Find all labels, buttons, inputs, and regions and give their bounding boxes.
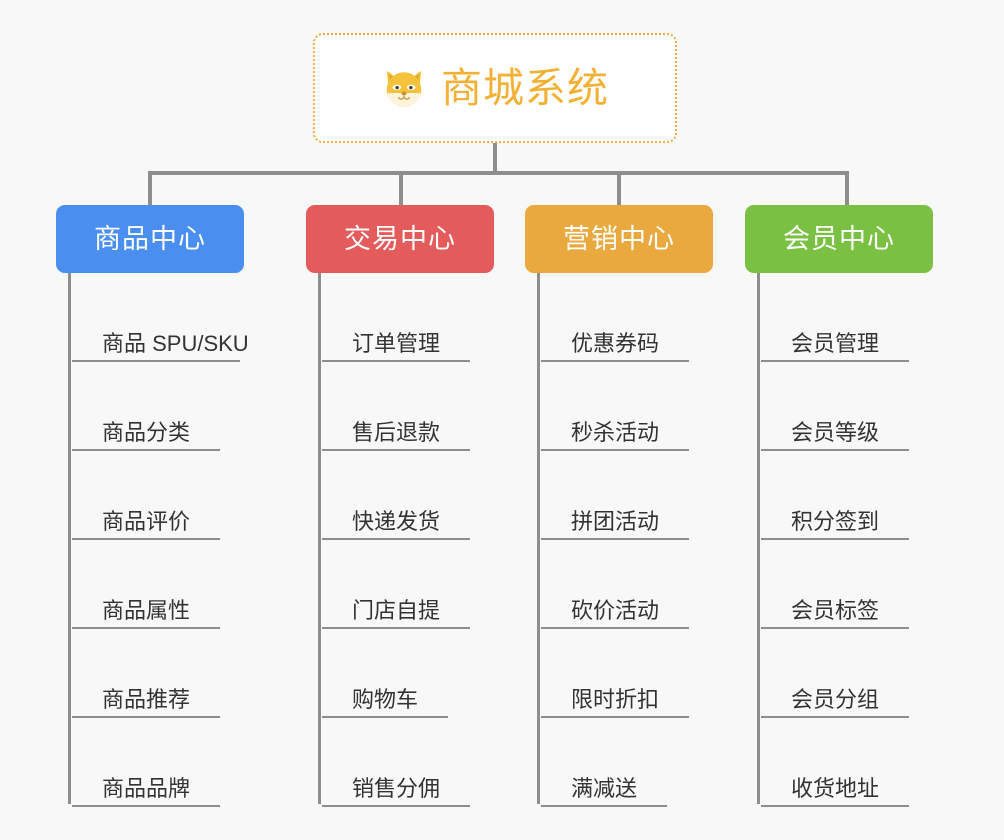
leaf-item[interactable]: 限时折扣 [541, 629, 689, 718]
leaf-item[interactable]: 商品评价 [72, 451, 220, 540]
leaf-item[interactable]: 会员标签 [761, 540, 909, 629]
leaf-item[interactable]: 快递发货 [322, 451, 470, 540]
category-header-label-3: 营销中心 [563, 223, 675, 254]
leaf-item[interactable]: 售后退款 [322, 362, 470, 451]
leaf-label: 优惠券码 [571, 330, 660, 356]
leaf-label: 销售分佣 [352, 775, 441, 801]
leaf-item[interactable]: 商品分类 [72, 362, 220, 451]
leaf-label: 限时折扣 [571, 686, 660, 712]
leaf-item[interactable]: 优惠券码 [541, 273, 689, 362]
leaf-item[interactable]: 会员分组 [761, 629, 909, 718]
leaf-item[interactable]: 拼团活动 [541, 451, 689, 540]
leaf-item[interactable]: 商品推荐 [72, 629, 220, 718]
connector-root-stem [493, 143, 497, 173]
leaf-label: 收货地址 [791, 775, 880, 801]
dog-face-icon [381, 65, 427, 111]
branch-column-2: 交易中心 订单管理 售后退款 快递发货 门店自提 购物车 销售分佣 [306, 205, 526, 807]
category-header-label-1: 商品中心 [94, 223, 206, 254]
root-title: 商城系统 [441, 64, 609, 111]
leaf-spine-4 [757, 273, 760, 804]
category-header-3[interactable]: 营销中心 [525, 205, 713, 273]
category-header-label-4: 会员中心 [783, 223, 895, 254]
leaf-label: 满减送 [571, 775, 638, 801]
leaf-label: 会员等级 [791, 419, 880, 445]
connector-drop-1 [148, 171, 152, 205]
leaf-label: 会员管理 [791, 330, 880, 356]
leaf-label: 秒杀活动 [571, 419, 660, 445]
leaf-label: 商品分类 [102, 419, 191, 445]
leaf-label: 会员分组 [791, 686, 880, 712]
leaf-item[interactable]: 满减送 [541, 718, 667, 807]
leaf-group-3: 优惠券码 秒杀活动 拼团活动 砍价活动 限时折扣 满减送 [537, 273, 745, 807]
leaf-label: 订单管理 [352, 330, 441, 356]
leaf-spine-1 [68, 273, 71, 804]
leaf-label: 商品评价 [102, 508, 191, 534]
leaf-item[interactable]: 商品属性 [72, 540, 220, 629]
leaf-item[interactable]: 砍价活动 [541, 540, 689, 629]
leaf-label: 购物车 [352, 686, 419, 712]
leaf-item[interactable]: 商品品牌 [72, 718, 220, 807]
leaf-label: 拼团活动 [571, 508, 660, 534]
leaf-item[interactable]: 门店自提 [322, 540, 470, 629]
category-header-2[interactable]: 交易中心 [306, 205, 494, 273]
leaf-item[interactable]: 收货地址 [761, 718, 909, 807]
leaf-item[interactable]: 秒杀活动 [541, 362, 689, 451]
leaf-item[interactable]: 会员等级 [761, 362, 909, 451]
leaf-item[interactable]: 订单管理 [322, 273, 470, 362]
leaf-group-2: 订单管理 售后退款 快递发货 门店自提 购物车 销售分佣 [318, 273, 526, 807]
leaf-group-4: 会员管理 会员等级 积分签到 会员标签 会员分组 收货地址 [757, 273, 965, 807]
leaf-group-1: 商品 SPU/SKU 商品分类 商品评价 商品属性 商品推荐 商品品牌 [68, 273, 276, 807]
connector-drop-3 [617, 171, 621, 205]
connector-drop-4 [845, 171, 849, 205]
leaf-label: 商品属性 [102, 597, 191, 623]
leaf-item[interactable]: 会员管理 [761, 273, 909, 362]
branch-column-3: 营销中心 优惠券码 秒杀活动 拼团活动 砍价活动 限时折扣 满减送 [525, 205, 745, 807]
category-header-1[interactable]: 商品中心 [56, 205, 244, 273]
leaf-label: 积分签到 [791, 508, 880, 534]
leaf-spine-2 [318, 273, 321, 804]
leaf-label: 门店自提 [352, 597, 441, 623]
leaf-item[interactable]: 销售分佣 [322, 718, 470, 807]
leaf-label: 商品推荐 [102, 686, 191, 712]
leaf-item[interactable]: 购物车 [322, 629, 448, 718]
leaf-spine-3 [537, 273, 540, 804]
leaf-label: 快递发货 [352, 508, 441, 534]
category-header-4[interactable]: 会员中心 [745, 205, 933, 273]
leaf-item[interactable]: 商品 SPU/SKU [72, 273, 249, 362]
category-header-label-2: 交易中心 [344, 223, 456, 254]
connector-horizontal-bus [148, 171, 849, 175]
leaf-label: 商品 SPU/SKU [102, 330, 249, 356]
branch-column-1: 商品中心 商品 SPU/SKU 商品分类 商品评价 商品属性 商品推荐 商品品牌 [56, 205, 276, 807]
branch-column-4: 会员中心 会员管理 会员等级 积分签到 会员标签 会员分组 收货地址 [745, 205, 965, 807]
root-node[interactable]: 商城系统 [313, 33, 677, 143]
leaf-label: 售后退款 [352, 419, 441, 445]
leaf-label: 商品品牌 [102, 775, 191, 801]
connector-drop-2 [399, 171, 403, 205]
leaf-item[interactable]: 积分签到 [761, 451, 909, 540]
leaf-label: 会员标签 [791, 597, 880, 623]
leaf-label: 砍价活动 [571, 597, 660, 623]
